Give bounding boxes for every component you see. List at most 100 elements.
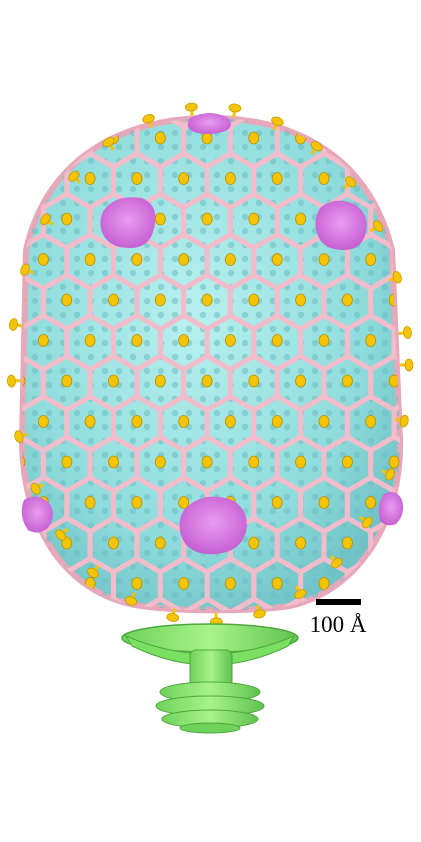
hexamer-knob: [178, 496, 190, 509]
hexamer-knob: [224, 415, 236, 428]
surface-knob: [388, 271, 402, 284]
hexamer-knob: [318, 334, 330, 347]
lattice-cell: [22, 556, 23, 611]
hexamer-knob: [84, 334, 96, 347]
hexamer-knob: [318, 415, 330, 428]
lattice-cell: [368, 515, 401, 575]
lattice-cell: [368, 596, 401, 611]
lattice-cell: [22, 232, 23, 291]
decoration-proteins: [6, 102, 414, 627]
hexamer-knob: [388, 131, 400, 145]
lattice-cell: [22, 394, 23, 453]
hexamer-knob: [131, 496, 143, 509]
hexamer-knob: [224, 253, 236, 266]
hexamer-knob: [388, 455, 400, 469]
surface-knob: [14, 430, 28, 443]
hexamer-knob: [365, 334, 377, 347]
lattice-cell: [394, 640, 421, 694]
hexamer-knob: [38, 659, 48, 671]
surface-knob: [55, 527, 69, 541]
hexamer-knob: [224, 172, 236, 185]
hexamer-knob: [131, 334, 143, 347]
hexamer-knob: [178, 172, 190, 185]
hexamer-knob: [61, 374, 73, 388]
hexamer-knob: [85, 659, 95, 671]
surface-knob: [40, 213, 54, 226]
surface-knob: [87, 564, 100, 579]
hexamer-knob: [413, 416, 421, 428]
lattice-cell: [391, 151, 401, 210]
lattice-cell: [301, 640, 348, 694]
hexamer-knob: [318, 253, 330, 266]
surface-knob: [253, 604, 266, 619]
hexamer-knob: [271, 172, 283, 185]
lattice-cell: [87, 596, 140, 611]
lattice-cell: [418, 194, 421, 248]
lattice-cell: [134, 596, 187, 611]
hexamer-knob: [366, 659, 376, 671]
hexamer-knob: [131, 172, 143, 185]
hexamer-knob: [131, 577, 143, 590]
portal-tail: [121, 623, 299, 734]
scale-bar-label: 100 Å: [309, 612, 367, 637]
portal-neck: [124, 634, 296, 666]
hexamer-knob: [365, 253, 377, 266]
hexamer-knob: [154, 212, 166, 226]
hexamer-knob: [154, 374, 166, 388]
vertex-protein-upper-right: [315, 200, 367, 250]
hexamer-knob: [413, 254, 421, 266]
hexamer-knob: [131, 415, 143, 428]
hexamer-knob: [365, 415, 377, 428]
hexamer-knob: [84, 415, 96, 428]
surface-knob: [395, 414, 409, 428]
hexamer-knob: [154, 131, 166, 145]
hexamer-knob: [271, 334, 283, 347]
vertex-protein-top: [187, 113, 231, 134]
hexamer-knob: [295, 374, 307, 388]
hexamer-knob: [38, 577, 49, 590]
hexamer-knob: [389, 618, 399, 630]
surface-knob: [184, 102, 198, 117]
hexamer-knob: [248, 212, 260, 226]
hexamer-knob: [224, 577, 236, 590]
scale-bar: [316, 599, 361, 605]
hexamer-knob: [224, 334, 236, 347]
hexamer-knob: [178, 253, 190, 266]
hexamer-knob: [271, 415, 283, 428]
hexamer-knob: [341, 455, 353, 469]
hexamer-knob: [413, 497, 421, 509]
lattice-cell: [368, 118, 401, 170]
lattice-cell: [418, 599, 421, 653]
hexamer-knob: [22, 536, 26, 550]
surface-knob: [20, 263, 34, 276]
surface-knob: [294, 585, 307, 599]
lattice-cell: [22, 596, 46, 611]
hexamer-knob: [318, 577, 330, 590]
lattice-cell: [227, 596, 280, 611]
surface-knob: [359, 515, 373, 529]
hexamer-knob: [248, 374, 260, 388]
surface-knob: [381, 468, 395, 481]
surface-knob: [102, 137, 115, 151]
vertex-protein-lower-left: [21, 496, 53, 533]
hexamer-knob: [413, 578, 421, 590]
hexamer-knob: [61, 212, 73, 226]
hexamer-knob: [341, 293, 353, 307]
lattice-cell: [418, 518, 421, 572]
hexamer-knob: [84, 172, 96, 185]
hexamer-knob: [295, 212, 307, 226]
hexamer-knob: [38, 334, 49, 347]
hexamer-knob: [413, 659, 421, 671]
hexamer-knob: [154, 293, 166, 307]
hexamer-knob: [61, 455, 73, 469]
hexamer-knob: [341, 374, 353, 388]
hexamer-knob: [0, 173, 2, 185]
hexamer-knob: [318, 172, 330, 185]
hexamer-knob: [22, 212, 26, 226]
lattice-cell: [274, 596, 327, 611]
hexamer-knob: [201, 374, 213, 388]
hexamer-knob: [22, 131, 26, 145]
surface-knob: [142, 114, 155, 128]
surface-knob: [398, 326, 412, 339]
